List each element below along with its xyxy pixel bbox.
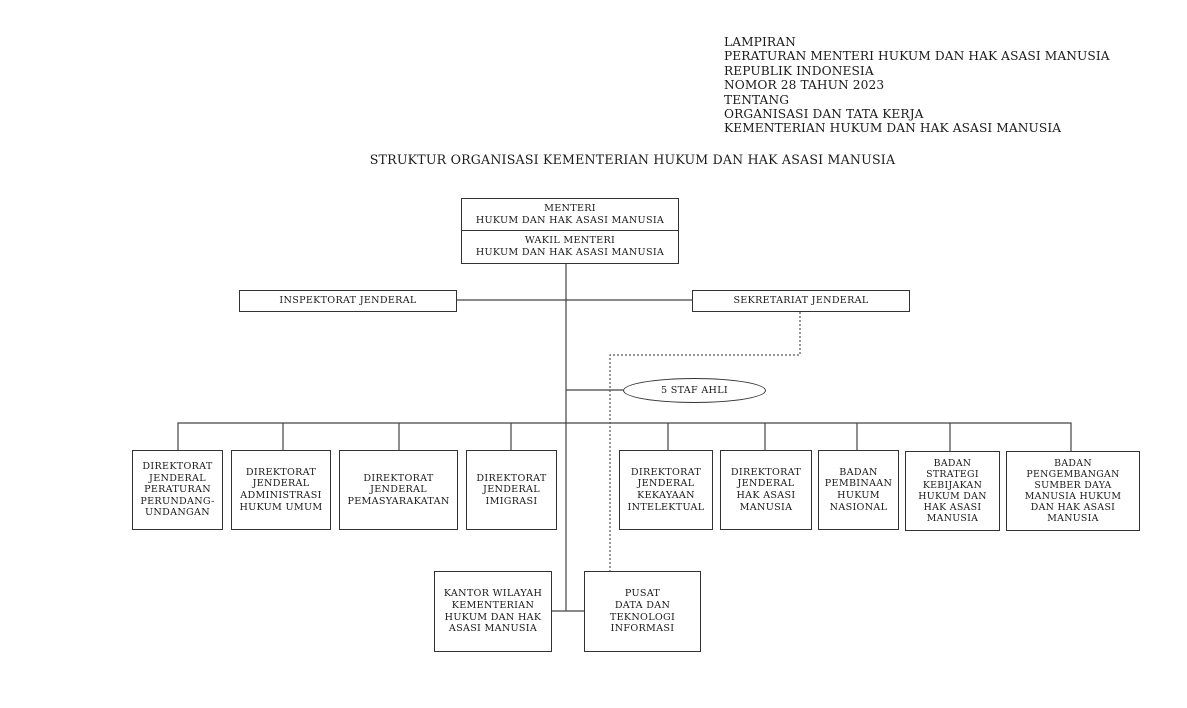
document-header: LAMPIRAN PERATURAN MENTERI HUKUM DAN HAK… (724, 35, 1110, 136)
unit-box-ditjen-ham: DIREKTORAT JENDERAL HAK ASASI MANUSIA (720, 450, 812, 530)
header-line: KEMENTERIAN HUKUM DAN HAK ASASI MANUSIA (724, 121, 1062, 136)
wakil-menteri-box: WAKIL MENTERI HUKUM DAN HAK ASASI MANUSI… (461, 230, 679, 264)
header-line: NOMOR 28 TAHUN 2023 (724, 78, 885, 93)
unit-box-ditjen-ki: DIREKTORAT JENDERAL KEKAYAAN INTELEKTUAL (619, 450, 713, 530)
unit-box-ditjen-pas: DIREKTORAT JENDERAL PEMASYARAKATAN (339, 450, 458, 530)
header-line: TENTANG (724, 92, 790, 107)
unit-box-ditjen-imigrasi: DIREKTORAT JENDERAL IMIGRASI (466, 450, 557, 530)
header-line: LAMPIRAN (724, 35, 796, 49)
menteri-box: MENTERI HUKUM DAN HAK ASASI MANUSIA (461, 198, 679, 231)
unit-box-bpsdm: BADAN PENGEMBANGAN SUMBER DAYA MANUSIA H… (1006, 451, 1140, 531)
coordination-dashed-line (609, 312, 801, 571)
header-line: PERATURAN MENTERI HUKUM DAN HAK ASASI MA… (724, 49, 1110, 64)
chart-title: STRUKTUR ORGANISASI KEMENTERIAN HUKUM DA… (369, 152, 896, 167)
unit-bus-line (177, 422, 1072, 451)
staf-ahli-ellipse: 5 STAF AHLI (623, 378, 766, 403)
sekretariat-jenderal-box: SEKRETARIAT JENDERAL (692, 290, 910, 312)
pusdatin-box: PUSAT DATA DAN TEKNOLOGI INFORMASI (584, 571, 701, 652)
kantor-wilayah-box: KANTOR WILAYAH KEMENTERIAN HUKUM DAN HAK… (434, 571, 552, 652)
unit-box-bskh: BADAN STRATEGI KEBIJAKAN HUKUM DAN HAK A… (905, 451, 1000, 531)
unit-box-ditjen-ahu: DIREKTORAT JENDERAL ADMINISTRASI HUKUM U… (231, 450, 331, 530)
unit-box-bphn: BADAN PEMBINAAN HUKUM NASIONAL (818, 450, 899, 530)
unit-box-ditjen-pp: DIREKTORAT JENDERAL PERATURAN PERUNDANG-… (132, 450, 223, 530)
header-line: REPUBLIK INDONESIA (724, 63, 874, 78)
header-line: ORGANISASI DAN TATA KERJA (724, 107, 924, 122)
inspektorat-jenderal-box: INSPEKTORAT JENDERAL (239, 290, 457, 312)
